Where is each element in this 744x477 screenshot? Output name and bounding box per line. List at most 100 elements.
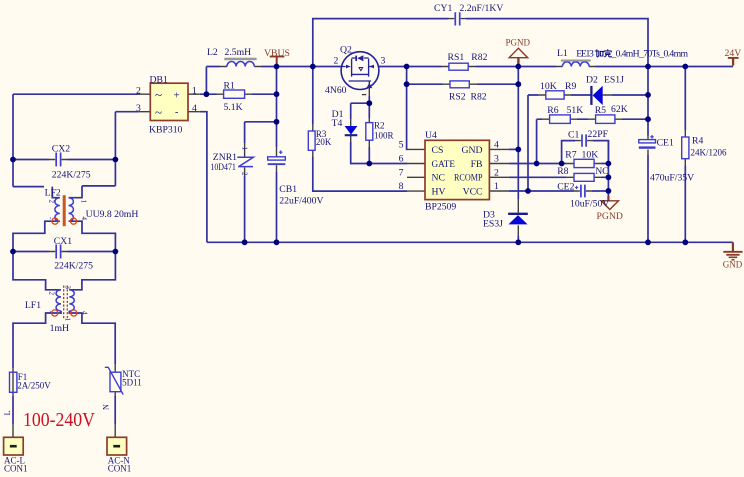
svg-text:Q2: Q2 xyxy=(340,45,352,56)
svg-text:4: 4 xyxy=(80,217,88,221)
svg-text:D1: D1 xyxy=(332,109,344,120)
svg-text:CX1: CX1 xyxy=(54,236,72,247)
svg-text:CE1: CE1 xyxy=(657,137,674,148)
svg-text:PGND: PGND xyxy=(597,211,623,222)
svg-text:GATE: GATE xyxy=(432,159,456,170)
svg-text:2: 2 xyxy=(136,86,141,97)
svg-text:6: 6 xyxy=(399,154,404,165)
svg-text:R7: R7 xyxy=(565,149,576,160)
svg-text:5: 5 xyxy=(399,140,404,151)
svg-text:NC: NC xyxy=(595,166,608,177)
svg-text:VCC: VCC xyxy=(463,186,483,197)
svg-text:1: 1 xyxy=(192,86,197,97)
svg-text:CX2: CX2 xyxy=(52,143,70,154)
svg-text:+: + xyxy=(174,90,180,102)
svg-text:22PF: 22PF xyxy=(588,129,609,140)
svg-text:R2: R2 xyxy=(374,120,385,130)
svg-text:AC-L: AC-L xyxy=(4,456,25,466)
svg-text:FB: FB xyxy=(471,159,483,170)
svg-text:DB1: DB1 xyxy=(150,75,168,86)
svg-text:7: 7 xyxy=(399,167,404,178)
svg-text:R3: R3 xyxy=(316,129,327,139)
svg-text:10uF/50V: 10uF/50V xyxy=(570,198,609,209)
svg-text:-: - xyxy=(47,311,55,314)
svg-text:R6: R6 xyxy=(547,105,558,116)
svg-text:-: - xyxy=(175,107,178,118)
svg-text:2.5mH: 2.5mH xyxy=(225,47,252,58)
svg-text:CB1: CB1 xyxy=(279,184,297,195)
svg-text:3: 3 xyxy=(136,103,141,114)
svg-text:10K: 10K xyxy=(582,149,599,160)
svg-text:62K: 62K xyxy=(611,104,628,115)
svg-text:R82: R82 xyxy=(471,52,487,63)
svg-text:R4: R4 xyxy=(692,136,703,147)
svg-text:224K/275: 224K/275 xyxy=(52,170,91,181)
svg-text:R82: R82 xyxy=(471,92,487,103)
svg-text:R5: R5 xyxy=(595,105,606,116)
svg-text:10D471: 10D471 xyxy=(210,162,236,173)
svg-text:2: 2 xyxy=(48,200,56,204)
svg-text:4: 4 xyxy=(81,311,89,315)
svg-text:R1: R1 xyxy=(224,81,235,92)
svg-text:4: 4 xyxy=(494,140,499,151)
svg-text:RS2: RS2 xyxy=(449,92,466,103)
svg-text:4: 4 xyxy=(192,103,197,114)
svg-text:10K: 10K xyxy=(540,81,557,92)
svg-text:~: ~ xyxy=(155,105,162,120)
svg-text:VBUS: VBUS xyxy=(264,48,290,59)
svg-text:~: ~ xyxy=(155,87,162,102)
svg-text:L: L xyxy=(3,410,12,415)
svg-text:D2: D2 xyxy=(586,75,598,86)
svg-text:3: 3 xyxy=(381,56,386,67)
svg-text:EE13: EE13 xyxy=(576,49,594,60)
svg-text:RCOMP: RCOMP xyxy=(454,173,483,184)
svg-text:ES3J: ES3J xyxy=(483,219,503,230)
svg-text:100-240V: 100-240V xyxy=(23,409,95,431)
svg-text:24K/1206: 24K/1206 xyxy=(691,147,728,157)
svg-text:HV: HV xyxy=(432,186,446,197)
svg-text:BP2509: BP2509 xyxy=(425,202,456,213)
svg-text:2: 2 xyxy=(241,172,249,176)
svg-text:100R: 100R xyxy=(374,130,394,140)
svg-text:470uF/35V: 470uF/35V xyxy=(650,173,694,184)
svg-text:C1: C1 xyxy=(568,130,579,141)
svg-text:5D11: 5D11 xyxy=(122,377,142,387)
svg-text:51K: 51K xyxy=(567,105,584,116)
svg-text:2: 2 xyxy=(48,292,56,296)
svg-text:R8: R8 xyxy=(557,166,568,177)
svg-text:2A/250V: 2A/250V xyxy=(17,381,51,391)
svg-text:LF2: LF2 xyxy=(45,188,61,199)
svg-text:CS: CS xyxy=(432,145,444,156)
svg-text:KBP310: KBP310 xyxy=(149,125,183,136)
svg-text:1: 1 xyxy=(80,200,88,204)
svg-text:RS1: RS1 xyxy=(448,52,465,63)
svg-text:8: 8 xyxy=(399,181,404,192)
svg-text:U4: U4 xyxy=(425,130,437,141)
svg-text:-: - xyxy=(47,217,55,220)
svg-text:N: N xyxy=(102,404,111,410)
svg-text:PGND: PGND xyxy=(506,38,531,48)
svg-text:AC-N: AC-N xyxy=(108,456,130,466)
svg-text:2: 2 xyxy=(494,167,499,178)
svg-text:CE2: CE2 xyxy=(557,181,574,192)
svg-text:ZNR1: ZNR1 xyxy=(213,152,237,163)
svg-text:3: 3 xyxy=(64,286,72,290)
svg-text:5.1K: 5.1K xyxy=(224,102,243,113)
svg-text:1mH: 1mH xyxy=(50,323,69,334)
svg-text:GND: GND xyxy=(723,260,743,270)
svg-text:R9: R9 xyxy=(565,81,576,92)
svg-text:24V: 24V xyxy=(725,48,742,59)
svg-text:L2: L2 xyxy=(207,47,218,58)
svg-text:1: 1 xyxy=(494,181,499,192)
svg-text:F1: F1 xyxy=(18,372,28,382)
svg-text:_0.4mH_70Ts_0.4mm: _0.4mH_70Ts_0.4mm xyxy=(611,49,689,60)
svg-text:224K/275: 224K/275 xyxy=(54,261,93,272)
svg-text:L1: L1 xyxy=(557,48,568,59)
svg-text:NTC: NTC xyxy=(122,369,140,379)
svg-text:CY1: CY1 xyxy=(434,3,452,14)
svg-text:2.2nF/1KV: 2.2nF/1KV xyxy=(460,3,504,14)
svg-text:CON1: CON1 xyxy=(108,464,132,474)
svg-text:ES1J: ES1J xyxy=(604,75,624,86)
svg-text:20K: 20K xyxy=(316,137,332,147)
svg-text:2: 2 xyxy=(334,56,339,67)
